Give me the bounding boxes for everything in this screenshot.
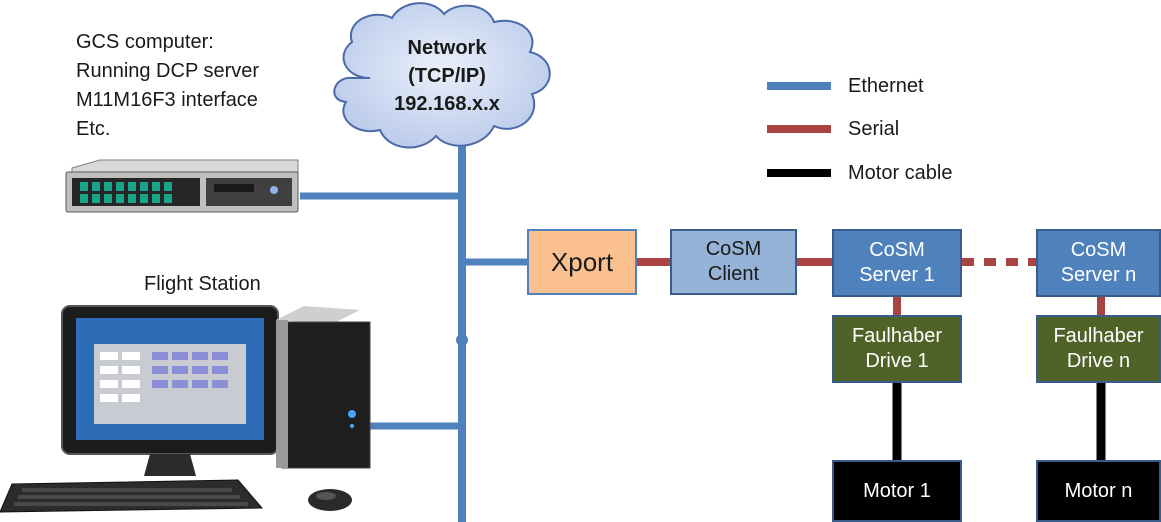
faulhaber-drive-1-label: Faulhaber Drive 1 <box>851 325 943 372</box>
faulhaber-drive-n-label: Faulhaber Drive n <box>1053 325 1144 372</box>
gcs-line-3: M11M16F3 interface <box>76 89 258 111</box>
gcs-line-1: GCS computer: <box>76 31 214 53</box>
legend-swatch-ethernet <box>767 82 831 90</box>
motor-n-box: Motor n <box>1036 460 1161 522</box>
faulhaber-drive-1-box: Faulhaber Drive 1 <box>832 315 962 383</box>
cosm-server-n-label: CoSM Server n <box>1060 239 1137 286</box>
legend-swatch-motor-cable <box>767 169 831 177</box>
legend-label-serial: Serial <box>848 118 900 140</box>
gcs-description: GCS computer: Running DCP server M11M16F… <box>76 28 259 144</box>
desktop-computer-icon <box>0 305 371 513</box>
motor-1-label: Motor 1 <box>863 479 931 502</box>
faulhaber-drive-n-box: Faulhaber Drive n <box>1036 315 1161 383</box>
gcs-line-2: Running DCP server <box>76 60 260 82</box>
flight-station-label: Flight Station <box>144 273 261 295</box>
rack-server-icon <box>65 159 299 213</box>
xport-label: Xport <box>550 246 614 277</box>
ethernet-lines <box>300 130 527 522</box>
motor-n-label: Motor n <box>1064 479 1133 502</box>
cloud-icon <box>333 2 551 149</box>
legend-swatch-serial <box>767 125 831 133</box>
legend-label-motor-cable: Motor cable <box>848 162 953 184</box>
xport-box: Xport <box>527 229 637 295</box>
cosm-server-1-box: CoSM Server 1 <box>832 229 962 297</box>
cosm-client-box: CoSM Client <box>670 229 797 295</box>
motor-cable-lines <box>892 383 1106 460</box>
gcs-line-4: Etc. <box>76 118 111 140</box>
cosm-client-label: CoSM Client <box>705 238 762 285</box>
legend-swatches <box>767 82 831 177</box>
serial-lines <box>637 258 1105 315</box>
network-line-3: 192.168.x.x <box>394 93 500 115</box>
cosm-server-n-box: CoSM Server n <box>1036 229 1161 297</box>
network-label: Network (TCP/IP) 192.168.x.x <box>372 34 522 118</box>
network-line-1: Network <box>407 37 487 59</box>
network-line-2: (TCP/IP) <box>408 65 486 87</box>
legend-label-ethernet: Ethernet <box>848 75 924 97</box>
cosm-server-1-label: CoSM Server 1 <box>859 239 935 286</box>
motor-1-box: Motor 1 <box>832 460 962 522</box>
bus-junction <box>456 334 468 346</box>
